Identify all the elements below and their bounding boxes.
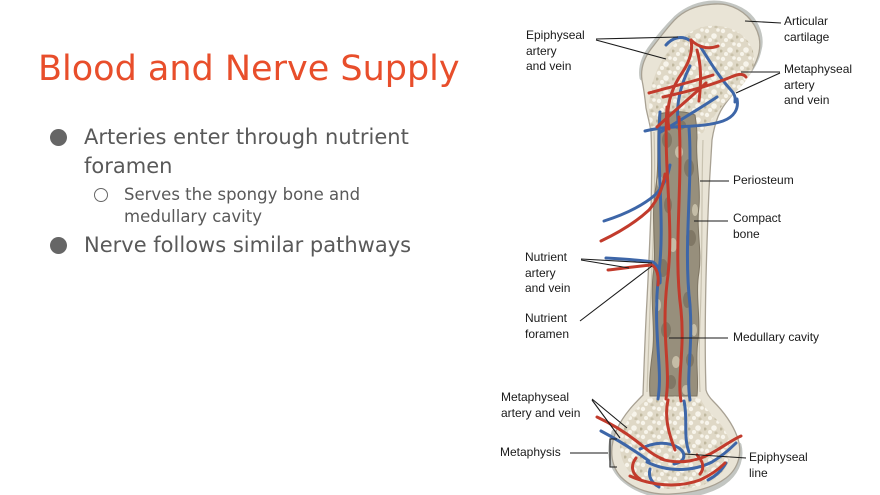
label-metaphyseal-artery-vein-top: Metaphyseal artery and vein [784,62,853,107]
leader-epiphyseal-av-2 [595,39,667,60]
bullet-item-1: Arteries enter through nutrient foramen [50,123,430,181]
label-metaphyseal-artery-vein-bottom: Metaphyseal artery and vein [501,390,581,420]
bullet-text: Nerve follows similar pathways [84,233,412,257]
bullet-ring-icon [94,188,108,202]
artery-network [595,38,748,487]
bullet-dot-icon [50,129,67,146]
leader-epiphyseal-av-1 [595,36,679,40]
leader-lines [570,20,782,468]
label-metaphysis: Metaphysis [500,445,561,459]
label-periosteum: Periosteum [733,173,794,187]
bullet-text: Serves the spongy bone and medullary cav… [124,185,361,226]
leader-nutrient-av-2 [580,259,630,269]
leader-epiphyseal-line [684,453,747,459]
leader-nutrient-foramen [579,265,653,322]
label-compact-bone: Compact bone [733,211,782,241]
label-epiphyseal-line: Epiphyseal line [749,450,808,480]
bullet-subitem-1: Serves the spongy bone and medullary cav… [94,184,376,228]
bullet-text: Arteries enter through nutrient foramen [84,125,409,178]
bullet-item-2: Nerve follows similar pathways [50,231,484,260]
label-nutrient-foramen: Nutrient foramen [525,311,570,341]
label-articular-cartilage: Articular cartilage [784,14,830,44]
bullet-dot-icon [50,237,67,254]
compact-bone-walls [646,131,704,393]
metaphysis-bracket [609,438,617,468]
slide-title: Blood and Nerve Supply [38,49,460,89]
leader-articular-cartilage [744,20,782,24]
leader-metaphyseal-bottom-2 [591,399,621,439]
leader-metaphyseal-top-2 [735,72,781,94]
leader-nutrient-av-1 [580,258,653,264]
label-nutrient-artery-vein: Nutrient artery and vein [525,250,571,295]
leader-metaphyseal-bottom-1 [591,398,628,429]
label-medullary-cavity: Medullary cavity [733,330,820,344]
label-epiphyseal-artery-vein: Epiphyseal artery and vein [526,28,585,73]
